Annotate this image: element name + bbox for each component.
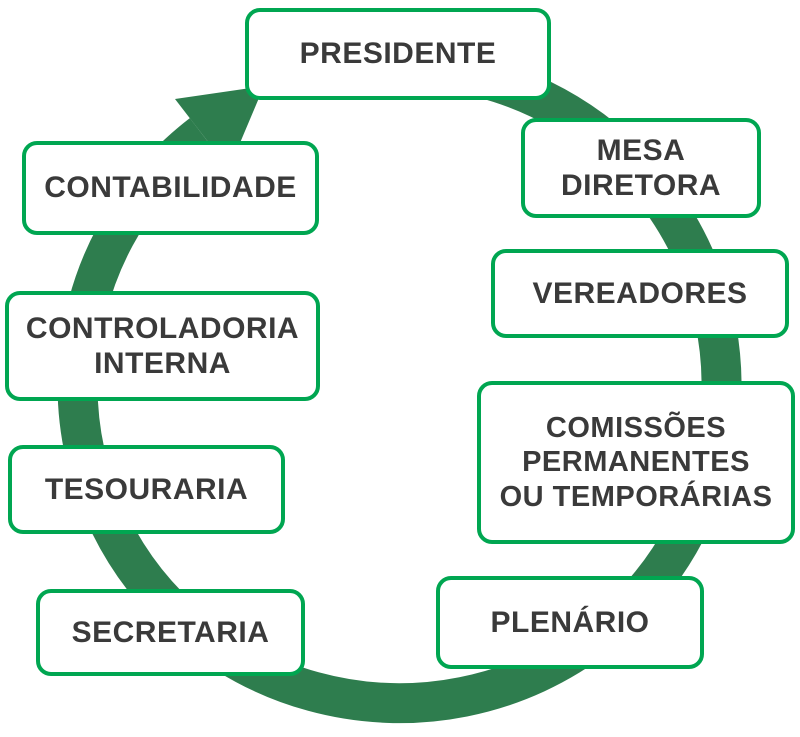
node-vereadores-label: VEREADORES [532,276,748,310]
node-tesouraria-label: TESOURARIA [44,472,249,506]
node-plenario: PLENÁRIO [436,576,704,669]
node-presidente-label: PRESIDENTE [299,37,497,71]
node-plenario-label: PLENÁRIO [490,605,650,639]
node-contabilidade: CONTABILIDADE [22,141,319,235]
node-comissoes-permanentes-ou-temporarias: COMISSÕES PERMANENTES OU TEMPORÁRIAS [477,381,795,544]
node-controladoria-interna-label: CONTROLADORIA INTERNA [25,311,300,380]
node-secretaria: SECRETARIA [36,589,305,676]
node-presidente: PRESIDENTE [245,8,551,100]
node-vereadores: VEREADORES [491,249,789,338]
node-mesa-diretora-label: MESA DIRETORA [560,133,722,202]
cycle-arrow-head-icon [175,86,264,169]
node-tesouraria: TESOURARIA [8,445,285,534]
node-controladoria-interna: CONTROLADORIA INTERNA [5,291,320,401]
node-mesa-diretora: MESA DIRETORA [521,118,761,218]
node-comissoes-label: COMISSÕES PERMANENTES OU TEMPORÁRIAS [499,412,773,513]
node-contabilidade-label: CONTABILIDADE [44,171,297,205]
node-secretaria-label: SECRETARIA [71,615,270,649]
